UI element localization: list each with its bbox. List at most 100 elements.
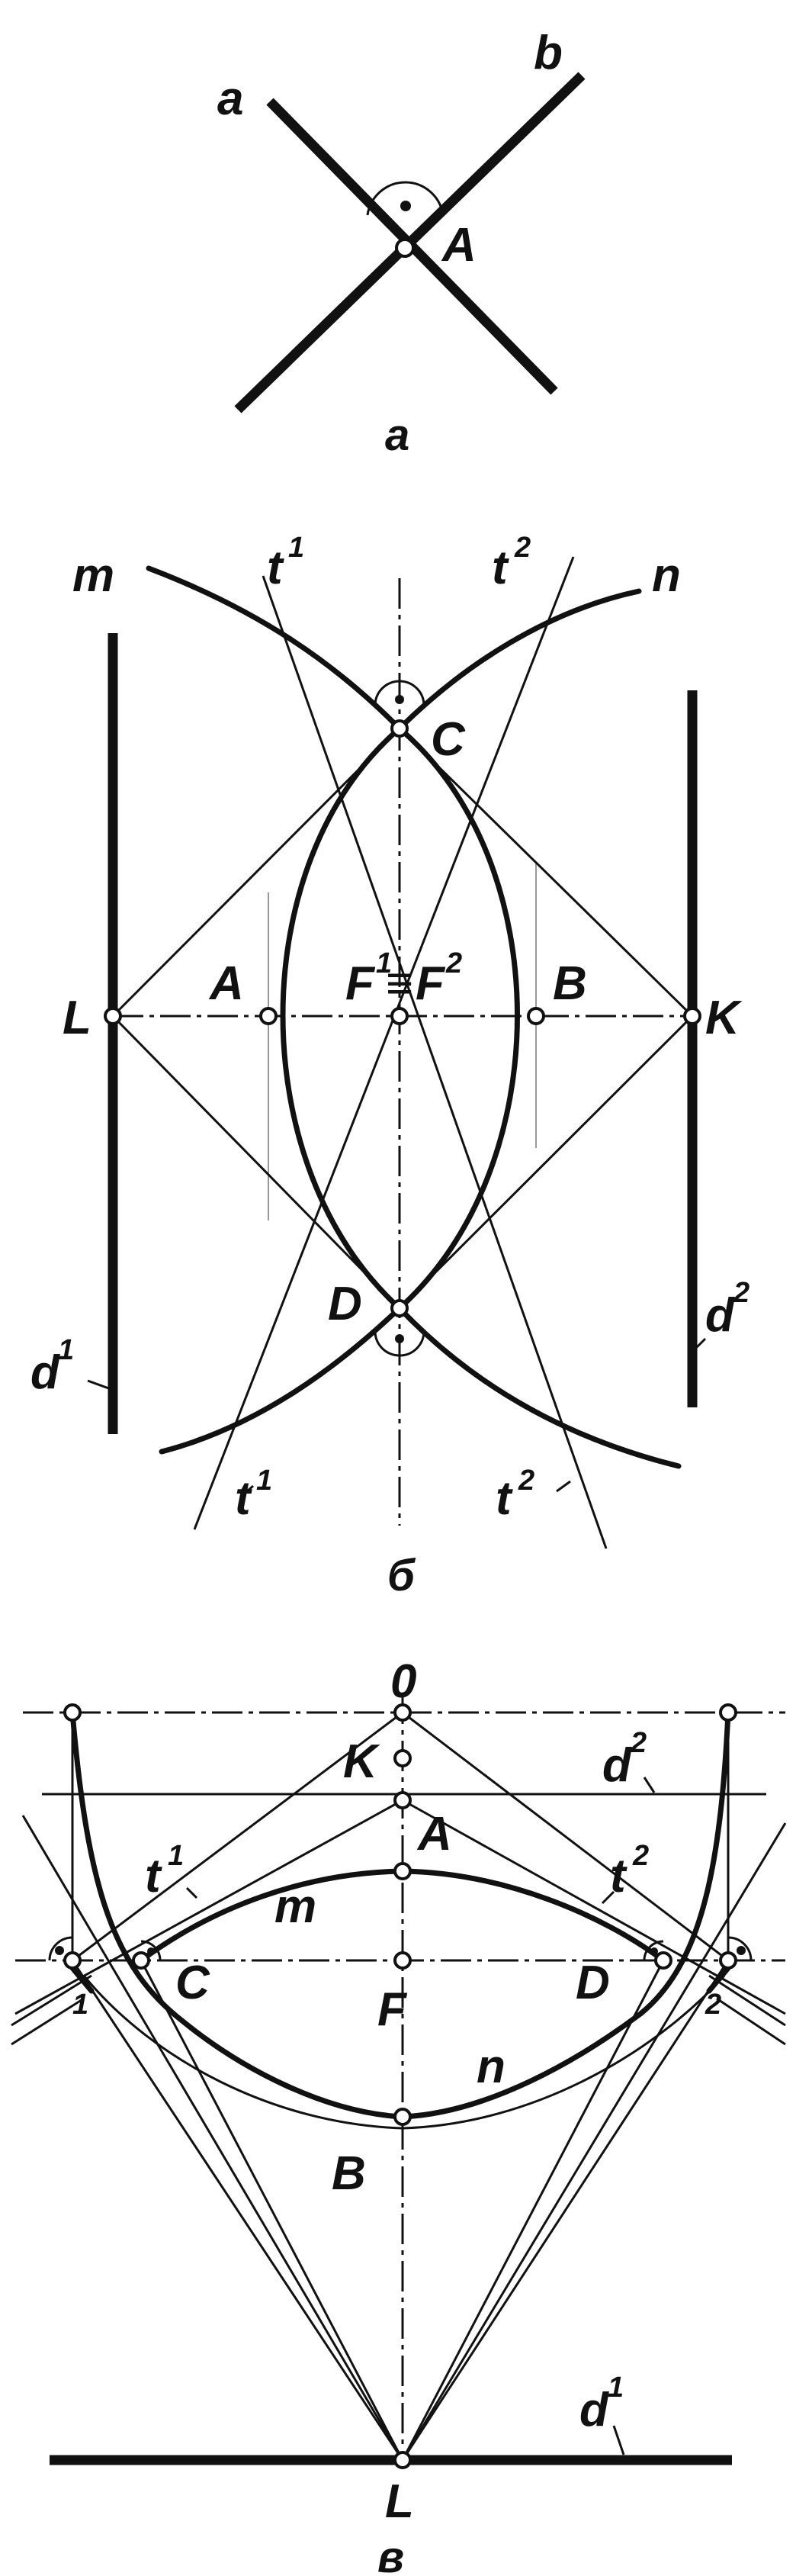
label-F2-sup: 2 <box>445 947 462 979</box>
right-angle-arc-1 <box>48 1936 73 1961</box>
label-d1: d <box>30 1346 60 1399</box>
label-d1: d <box>579 2384 609 2436</box>
tick-left <box>69 1965 95 1994</box>
point-K <box>683 1007 701 1025</box>
label-F-equiv: ≡ <box>386 957 413 1010</box>
tangent-left-1 <box>11 1974 92 2027</box>
tangent-t2 <box>193 556 575 1530</box>
curve-bottom-right <box>396 1305 682 1469</box>
point-D <box>654 1951 672 1970</box>
t2-bot-leader <box>556 1480 571 1493</box>
curve-m-top <box>146 565 403 732</box>
label-a: a <box>217 72 243 125</box>
panel-c: 0 K A d 2 t 1 t 2 m C D F n B 1 2 d 1 L … <box>11 1655 787 2576</box>
label-B: B <box>332 2147 366 2200</box>
label-K: K <box>705 992 743 1044</box>
tangent-left-2 <box>11 1997 85 2046</box>
right-angle-dot-C <box>147 1947 155 1955</box>
right-angle-arc <box>366 181 445 216</box>
tangent-right-2 <box>716 1997 786 2046</box>
label-F: F <box>377 1983 408 2036</box>
label-A: A <box>416 1808 452 1860</box>
point-K <box>393 1749 412 1767</box>
point-L <box>393 2451 412 2469</box>
point-A <box>395 238 415 258</box>
point-F <box>390 1007 409 1025</box>
label-L: L <box>63 992 91 1044</box>
label-F1: F <box>345 957 376 1010</box>
label-t2-bot: t <box>496 1472 513 1525</box>
line-t2-extension <box>401 1822 787 2461</box>
label-b: b <box>534 27 563 79</box>
label-t1-sup: 1 <box>168 1840 184 1872</box>
label-K: K <box>343 1735 380 1788</box>
d1-leader <box>87 1379 114 1391</box>
label-t1-bot: t <box>235 1472 252 1525</box>
panel-a: a b A а <box>217 27 586 460</box>
lens-right-arc <box>396 725 520 1311</box>
tick-right <box>706 1965 731 1994</box>
tangent-t1 <box>262 575 608 1549</box>
line-C-L <box>140 1960 404 2461</box>
caption-c: в <box>377 2533 404 2576</box>
right-angle-dot-1 <box>55 1946 64 1955</box>
line-O-1 <box>72 1711 403 1962</box>
label-L: L <box>385 2475 414 2528</box>
label-F2: F <box>416 957 446 1010</box>
line-2-L <box>401 1960 730 2461</box>
label-t2-bot-sup: 2 <box>518 1465 534 1497</box>
right-angle-dot-C <box>395 695 404 704</box>
point-top-left <box>63 1703 82 1722</box>
curve-bottom-left <box>159 1305 403 1455</box>
label-C: C <box>175 1957 210 2009</box>
label-C: C <box>431 713 466 766</box>
right-angle-arc-C <box>374 680 425 706</box>
point-A <box>393 1791 412 1809</box>
label-t2-top-sup: 2 <box>514 532 531 564</box>
point-top-right <box>719 1703 737 1722</box>
point-O <box>393 1703 412 1722</box>
right-angle-dot <box>400 201 411 211</box>
lens-left-arc <box>280 725 403 1311</box>
line-1-L <box>71 1960 404 2461</box>
d2-leader <box>643 1777 656 1793</box>
point-1 <box>63 1951 82 1970</box>
caption-a: а <box>385 410 409 460</box>
label-n: n <box>652 549 681 602</box>
right-angle-arc-C <box>140 1940 162 1961</box>
label-A: A <box>208 957 244 1010</box>
label-d2: d <box>602 1739 632 1792</box>
point-2 <box>719 1951 737 1970</box>
t2-leader <box>601 1890 615 1905</box>
label-t2-top: t <box>492 542 509 594</box>
label-O: 0 <box>390 1655 416 1708</box>
label-d2-sup: 2 <box>630 1727 647 1759</box>
right-angle-dot-2 <box>737 1946 746 1955</box>
label-d1-sup: 1 <box>58 1334 74 1366</box>
caption-b: б <box>387 1551 416 1600</box>
point-L <box>104 1007 122 1025</box>
point-C <box>390 719 409 738</box>
label-D: D <box>328 1278 362 1330</box>
label-t1-top-sup: 1 <box>288 532 304 564</box>
right-angle-arc-D <box>374 1330 425 1357</box>
label-m: m <box>72 549 114 602</box>
right-angle-dot-D <box>395 1334 404 1343</box>
label-d2: d <box>705 1289 735 1342</box>
line-t1-extension <box>21 1815 404 2461</box>
line-O-2 <box>402 1711 729 1962</box>
label-n: n <box>477 2041 506 2093</box>
line-D-L <box>401 1960 665 2461</box>
label-t1-bot-sup: 1 <box>256 1465 272 1497</box>
label-d1-sup: 1 <box>608 2372 624 2404</box>
label-d2-sup: 2 <box>733 1277 749 1309</box>
point-B <box>393 2108 412 2126</box>
label-D: D <box>576 1957 610 2009</box>
point-A <box>259 1007 278 1025</box>
label-t2: t <box>610 1850 627 1902</box>
label-B: B <box>553 957 587 1010</box>
point-m-top <box>393 1862 412 1880</box>
panel-b: m n t 1 t 2 C D L K A B F 1 ≡ F 2 d 1 d … <box>30 532 749 1600</box>
thin-circle-arc <box>82 1974 726 2130</box>
label-t1: t <box>145 1850 162 1902</box>
